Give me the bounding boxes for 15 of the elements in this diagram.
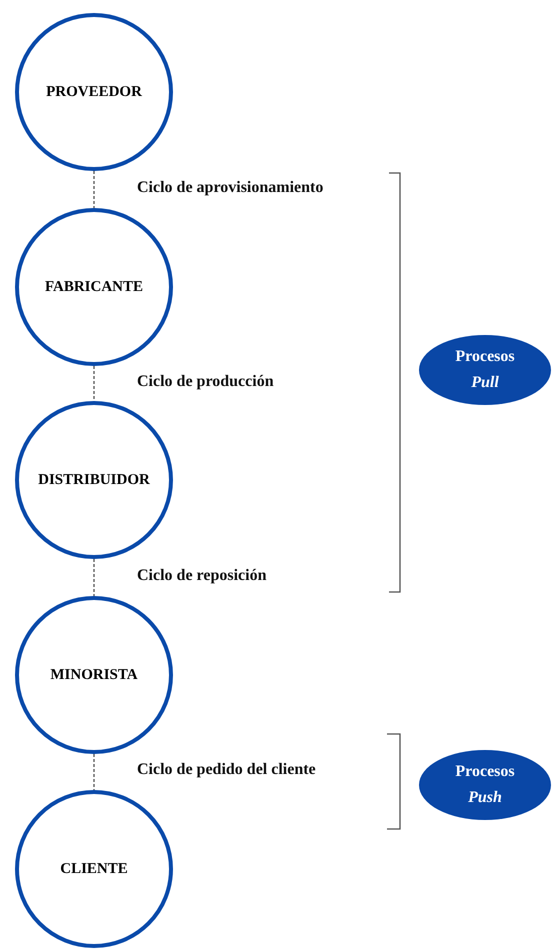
stage-circle: DISTRIBUIDOR <box>15 401 173 559</box>
edge-label: Ciclo de producción <box>137 372 274 390</box>
process-ellipse: Procesos Push <box>419 750 551 820</box>
stage-circle: PROVEEDOR <box>15 13 173 171</box>
edge-label: Ciclo de aprovisionamiento <box>137 178 324 196</box>
connector-line <box>93 559 95 596</box>
stage-circle: MINORISTA <box>15 596 173 754</box>
edge-label: Ciclo de reposición <box>137 566 266 584</box>
stage-circle: CLIENTE <box>15 790 173 948</box>
connector-line <box>93 366 95 401</box>
edge-label: Ciclo de pedido del cliente <box>137 761 316 779</box>
connector-line <box>93 754 95 790</box>
connector-line <box>93 171 95 208</box>
process-ellipse: Procesos Pull <box>419 335 551 405</box>
stage-circle: FABRICANTE <box>15 208 173 366</box>
